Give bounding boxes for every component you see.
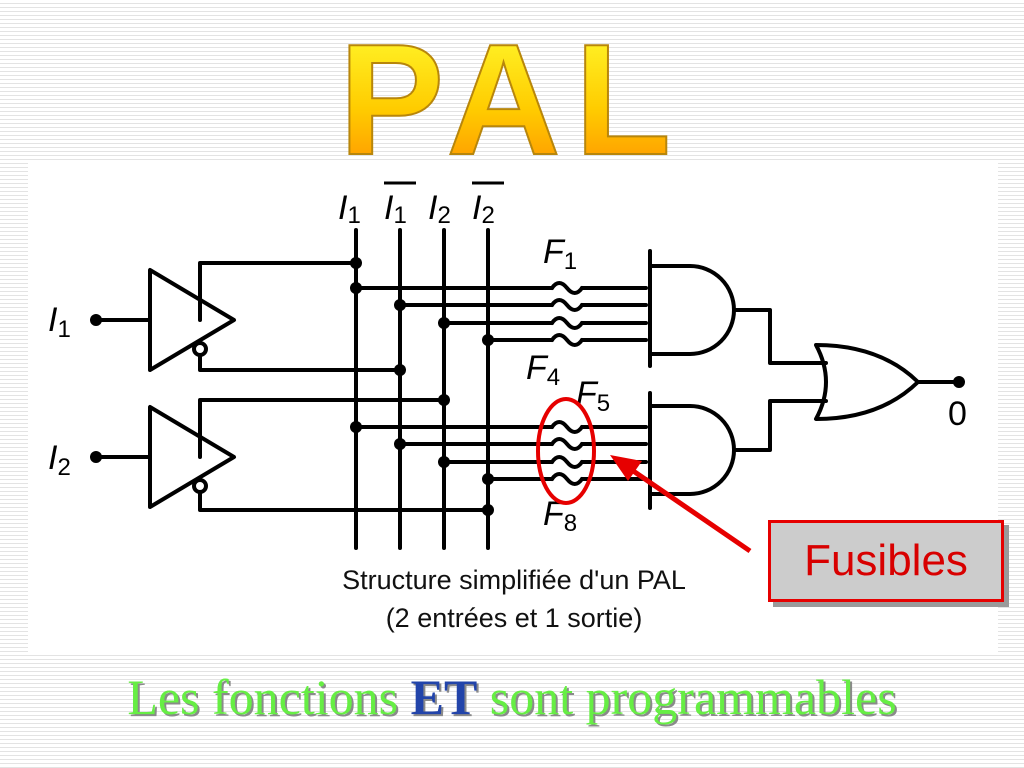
buffer-gate-1 [148,268,236,372]
and-gate-2 [648,404,736,496]
fusibles-callout-label: Fusibles [804,536,968,585]
fuse-highlight-ellipse [536,397,596,505]
fuse-label-f4: F4 [526,349,560,391]
fuse-f2 [550,298,584,312]
footer-text-end: sont programmables [477,669,897,725]
callout-arrow [610,455,752,554]
junction-dot [350,257,362,269]
diagram-caption-line-1: Structure simplifiée d'un PAL [342,565,686,595]
column-label-i1: I1 [338,189,361,229]
pal-circuit-diagram: I1 I1 I2 I2 I1 I2 F1 F4 F5 F8 0 [48,181,967,554]
diagram-caption-line-2: (2 entrées et 1 sortie) [385,603,643,633]
input-terminal-1 [90,314,102,326]
slide-title: PAL [339,12,685,165]
buffer-1-inverted-output [198,353,402,372]
or-gate [814,343,920,421]
junction-dot [394,299,406,311]
diagram-panel: I1 I1 I2 I2 I1 I2 F1 F4 F5 F8 0 Structur [28,163,998,653]
buffer-2-true-output [198,398,446,459]
fuse-f4 [550,333,584,347]
footer-text-start: Les fonctions [127,669,411,725]
buffer-gate-2 [148,405,236,509]
junction-dot [482,473,494,485]
buffer-2-inverted-output [198,490,490,512]
and-gate-1 [648,264,736,356]
buffer-1-true-output [198,261,358,322]
fusibles-callout: Fusibles [768,520,1004,602]
fuse-f5 [550,420,584,434]
fuse-label-f8: F8 [543,495,577,537]
input-label-1: I1 [48,301,71,343]
and-1-output-wire [732,308,828,365]
fuse-f1 [550,281,584,295]
column-label-i2: I2 [428,189,451,229]
fuse-f8 [550,472,584,486]
junction-dot [350,421,362,433]
column-label-i2-bar: I2 [472,189,495,229]
junction-dot [438,456,450,468]
fuse-label-f1: F1 [543,233,577,275]
input-label-2: I2 [48,439,71,481]
junction-dot [438,317,450,329]
junction-dot [394,438,406,450]
output-terminal [953,376,965,388]
slide-title-graphic: PAL [338,11,685,165]
junction-dot [394,364,406,376]
junction-dot [350,282,362,294]
column-label-i1-bar: I1 [384,189,407,229]
output-label: 0 [948,395,967,433]
fuse-f7 [550,455,584,469]
junction-dot [438,394,450,406]
input-terminal-2 [90,451,102,463]
fuse-label-f5: F5 [576,375,610,417]
slide-footer: Les fonctions ET sont programmables [0,668,1024,726]
junction-dot [482,334,494,346]
fuse-f3 [550,316,584,330]
and-2-output-wire [732,399,828,452]
footer-highlight: ET [410,669,478,725]
fuse-f6 [550,437,584,451]
junction-dot [482,504,494,516]
